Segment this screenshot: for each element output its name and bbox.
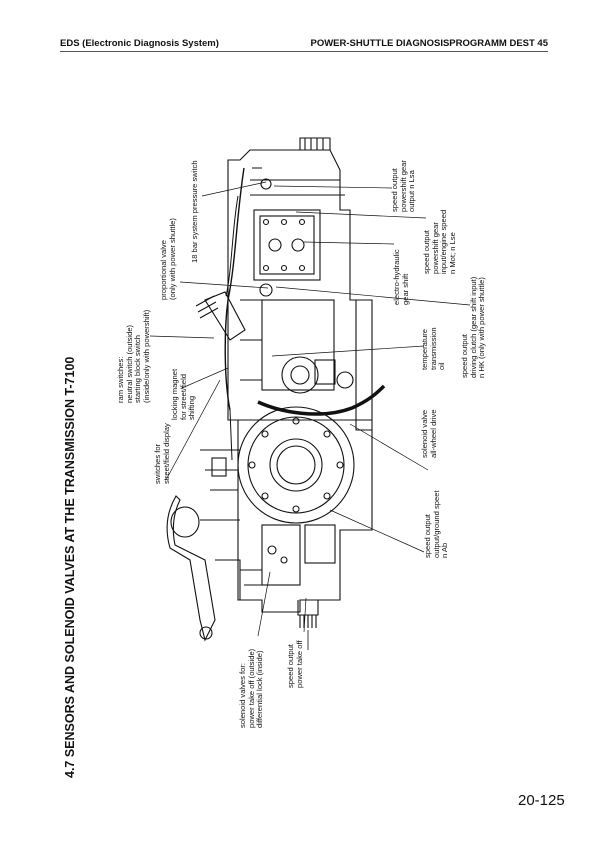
label-pressure-switch: 18 bar system pressure switch: [190, 160, 199, 263]
label-driving-clutch: speed output driving clutch (gear shift …: [460, 276, 487, 378]
label-solenoid-pto: solenoid valves for: power take off (out…: [238, 648, 265, 728]
label-temperature: temperature transmission oil: [420, 327, 447, 370]
label-electro-hydraulic: electro-hydraulic gear shift: [392, 249, 410, 305]
label-ram-switches: ram switches: neutral switch (outside) s…: [116, 309, 151, 403]
label-street-field-switches: switches for street/field display: [153, 423, 171, 484]
page-number: 20-125: [518, 792, 565, 809]
label-speed-ground: speed output output/ground speet n Ab: [423, 490, 450, 558]
header-right: POWER-SHUTTLE DIAGNOSISPROGRAMM DEST 45: [310, 38, 548, 49]
label-speed-lse: speed output powershift gear input/engin…: [422, 209, 457, 274]
label-speed-lsa: speed output powershift gear output n Ls…: [390, 160, 417, 212]
header-left: EDS (Electronic Diagnosis System): [60, 38, 219, 49]
header-divider: [60, 51, 548, 52]
label-proportional-valve: proportional valve (only with power shut…: [159, 218, 177, 300]
label-locking-magnet: locking magnet for street/field shifting: [170, 368, 197, 420]
label-solenoid-awd: solenoid valve all-wheel drive: [420, 409, 438, 458]
label-speed-pto: speed output power take off: [286, 640, 304, 688]
